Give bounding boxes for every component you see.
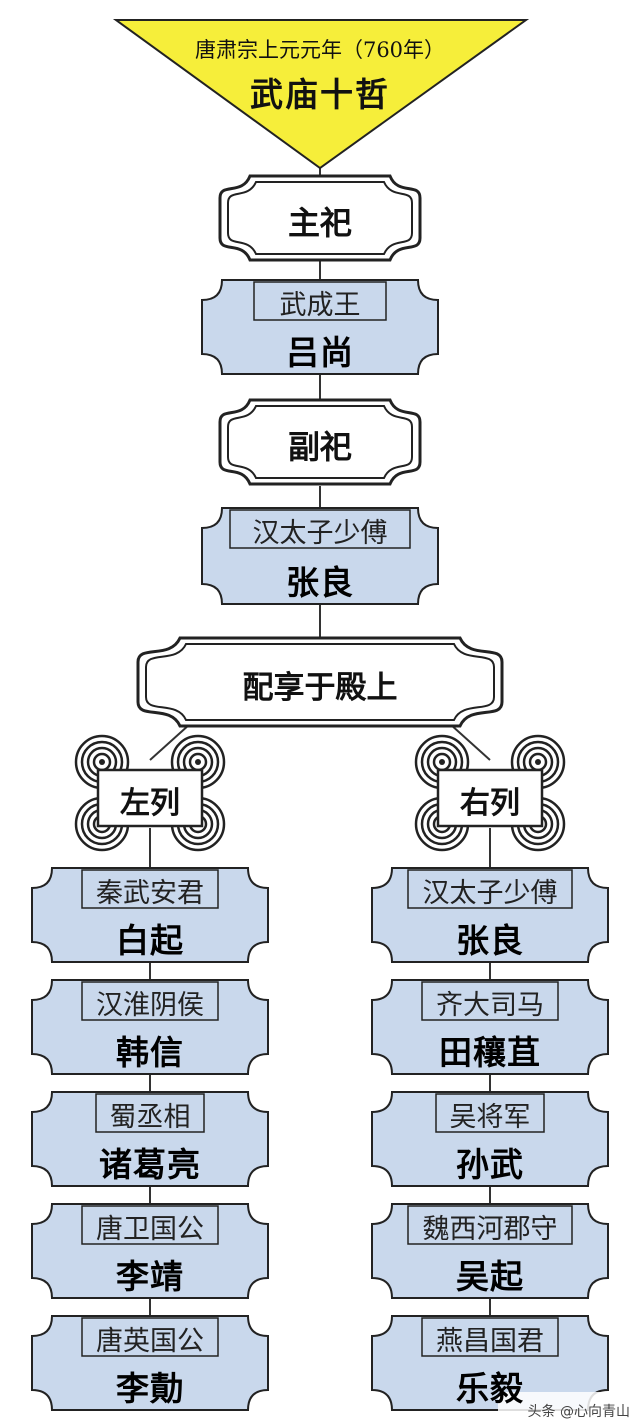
header-title: 武庙十哲 — [250, 75, 390, 114]
card-left-4-title-box — [81, 1205, 219, 1245]
section-label-main: 主祀 — [287, 204, 352, 242]
watermark-badge — [498, 1392, 636, 1422]
right-column-ornament — [414, 734, 566, 852]
section-label-secondary: 副祀 — [287, 428, 352, 466]
card-right-2-name: 田穰苴 — [439, 1033, 541, 1072]
card-right-3 — [371, 1091, 609, 1187]
left-column-ornament — [74, 734, 226, 852]
card-left-2-title: 汉淮阴侯 — [96, 990, 204, 1021]
card-right-2-title: 齐大司马 — [436, 990, 544, 1021]
card-right-3-title: 吴将军 — [449, 1102, 531, 1133]
card-left-1-title-box — [81, 869, 219, 909]
card-left-5-name: 李勣 — [116, 1369, 184, 1408]
watermark: 头条 @心向青山 — [527, 1404, 630, 1420]
card-left-3-title: 蜀丞相 — [109, 1102, 191, 1133]
header-triangle — [112, 19, 530, 170]
card-left-5-title-box — [81, 1317, 219, 1357]
scroll-frame-inner-hall — [145, 643, 495, 721]
card-right-3-name: 孙武 — [456, 1145, 524, 1184]
card-left-4-name: 李靖 — [116, 1257, 184, 1296]
card-secondary-title-box — [229, 509, 411, 549]
card-left-2-title-box — [81, 981, 219, 1021]
connector-lines — [149, 168, 491, 1316]
card-left-5-title: 唐英国公 — [96, 1326, 204, 1357]
card-right-4-title: 魏西河郡守 — [422, 1214, 558, 1245]
scroll-frame-main — [218, 174, 422, 262]
card-right-5-title: 燕昌国君 — [436, 1326, 544, 1357]
card-right-4-title-box — [407, 1205, 573, 1245]
card-right-1-name: 张良 — [456, 921, 524, 960]
card-left-3 — [31, 1091, 269, 1187]
card-main-title: 武成王 — [279, 290, 361, 321]
section-label-hall: 配享于殿上 — [242, 670, 398, 706]
card-right-5-name: 乐毅 — [456, 1369, 524, 1408]
card-left-3-title-box — [95, 1093, 205, 1133]
column-label-left: 左列 — [120, 786, 180, 821]
card-main-name: 吕尚 — [286, 333, 354, 372]
card-left-3-name: 诸葛亮 — [99, 1145, 201, 1184]
column-label-right: 右列 — [460, 786, 520, 821]
card-secondary-name: 张良 — [286, 563, 354, 602]
card-right-1-title-box — [407, 869, 573, 909]
scroll-frame-inner-main — [227, 181, 413, 255]
card-right-3-title-box — [435, 1093, 545, 1133]
card-right-5-title-box — [421, 1317, 559, 1357]
card-main-title-box — [253, 281, 387, 321]
card-left-2-name: 韩信 — [116, 1033, 184, 1072]
card-left-4-title: 唐卫国公 — [96, 1214, 204, 1245]
column-cards — [31, 867, 609, 1411]
card-left-1-name: 白起 — [116, 921, 184, 960]
scroll-frame-secondary — [218, 398, 422, 486]
card-right-2-title-box — [421, 981, 559, 1021]
card-right-4-name: 吴起 — [456, 1257, 524, 1296]
card-left-1-title: 秦武安君 — [96, 878, 204, 909]
scroll-frame-hall — [136, 636, 504, 728]
header-subtitle: 唐肃宗上元元年（760年） — [194, 38, 446, 62]
card-secondary-title: 汉太子少傅 — [252, 518, 388, 549]
card-right-1-title: 汉太子少傅 — [422, 878, 558, 909]
scroll-frame-inner-secondary — [227, 405, 413, 479]
